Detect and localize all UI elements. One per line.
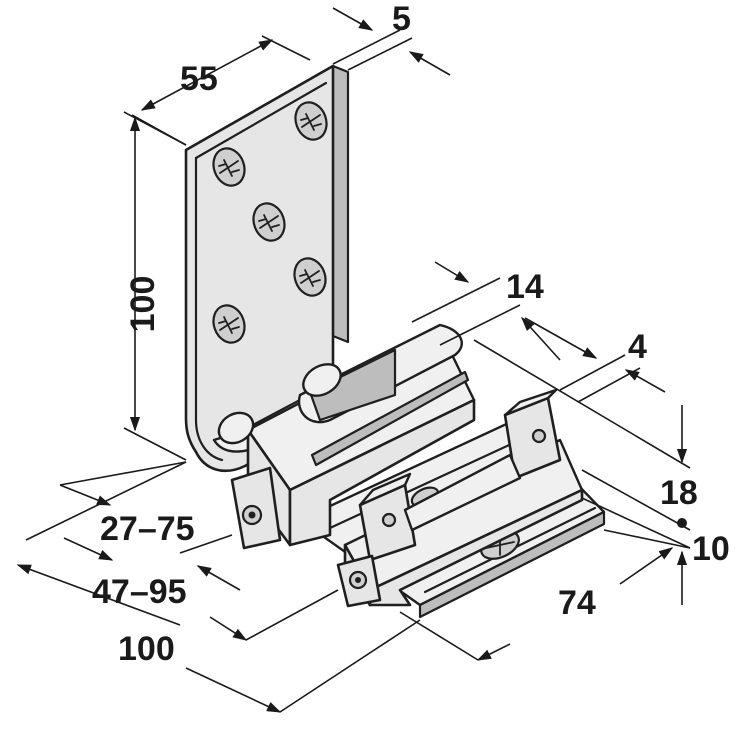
dimension-5: 5 bbox=[332, 0, 451, 76]
svg-text:18: 18 bbox=[660, 474, 698, 512]
dimension-4: 4 bbox=[524, 317, 666, 403]
screw-hole-1 bbox=[212, 147, 246, 187]
svg-text:27–75: 27–75 bbox=[100, 510, 195, 548]
dimension-100-vertical: 100 bbox=[123, 111, 187, 461]
dimension-27-75: 27–75 bbox=[59, 461, 241, 591]
dimension-18-10: 18 10 bbox=[473, 339, 730, 605]
svg-text:74: 74 bbox=[558, 584, 596, 622]
dimension-100-base: 100 bbox=[16, 564, 421, 713]
screw-hole-4 bbox=[293, 257, 327, 297]
svg-text:5: 5 bbox=[392, 0, 411, 38]
carrier-block-front bbox=[336, 388, 584, 608]
screw-hole-5 bbox=[212, 304, 246, 344]
dimension-14: 14 bbox=[411, 261, 561, 361]
plate-screw-holes bbox=[212, 101, 328, 344]
svg-text:100: 100 bbox=[124, 276, 162, 333]
svg-text:55: 55 bbox=[180, 60, 218, 98]
screw-hole-3 bbox=[252, 202, 286, 242]
svg-text:14: 14 bbox=[506, 268, 544, 306]
carrier-block-rear bbox=[217, 323, 476, 550]
dimension-47-95: 47–95 bbox=[25, 461, 339, 641]
svg-text:10: 10 bbox=[692, 530, 730, 568]
screw-hole-2 bbox=[294, 101, 328, 141]
svg-text:100: 100 bbox=[118, 630, 175, 668]
svg-text:4: 4 bbox=[628, 328, 647, 366]
dimension-74: 74 bbox=[399, 529, 691, 661]
svg-text:47–95: 47–95 bbox=[92, 573, 187, 611]
